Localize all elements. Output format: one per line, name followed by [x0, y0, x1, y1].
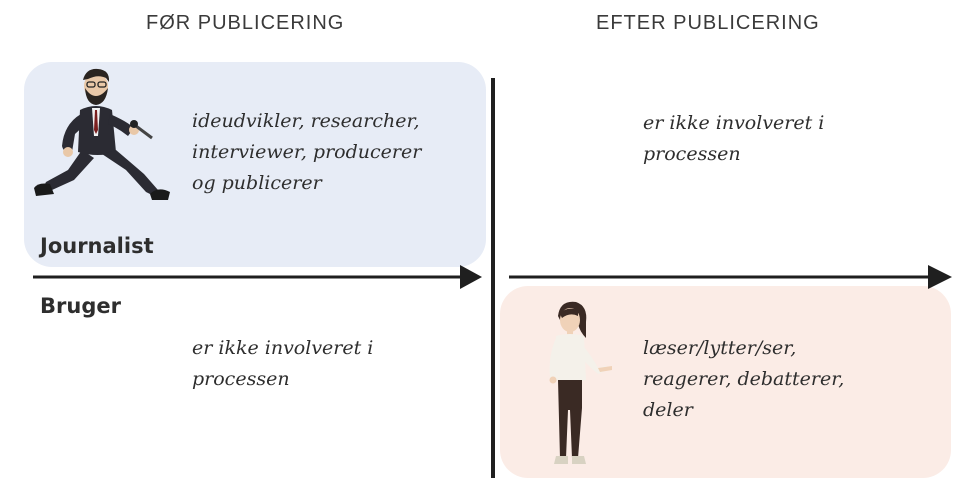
description-line: ideudvikler, researcher, — [192, 110, 420, 132]
running-journalist-with-microphone-icon — [34, 68, 170, 200]
description-line: reagerer, debatterer, — [643, 368, 845, 390]
description-line: er ikke involveret i — [192, 337, 374, 359]
description-line: interviewer, producerer — [192, 141, 422, 163]
right-arrowhead — [928, 265, 952, 289]
woman-pointing-icon — [549, 301, 612, 464]
after-publication-header: EFTER PUBLICERING — [596, 12, 820, 34]
user-after-description: læser/lytter/ser, reagerer, debatterer, … — [643, 333, 844, 426]
description-line: læser/lytter/ser, — [643, 337, 797, 359]
description-line: deler — [643, 399, 693, 421]
description-line: processen — [192, 368, 290, 390]
left-arrowhead — [460, 265, 482, 289]
journalist-before-description: ideudvikler, researcher, interviewer, pr… — [192, 106, 421, 199]
journalist-after-description: er ikke involveret i processen — [643, 108, 824, 170]
description-line: og publicerer — [192, 172, 322, 194]
description-line: processen — [643, 143, 741, 165]
before-publication-header: FØR PUBLICERING — [146, 12, 345, 34]
user-label: Bruger — [40, 294, 121, 318]
journalist-label: Journalist — [40, 234, 154, 258]
user-before-description: er ikke involveret i processen — [192, 333, 373, 395]
description-line: er ikke involveret i — [643, 112, 825, 134]
